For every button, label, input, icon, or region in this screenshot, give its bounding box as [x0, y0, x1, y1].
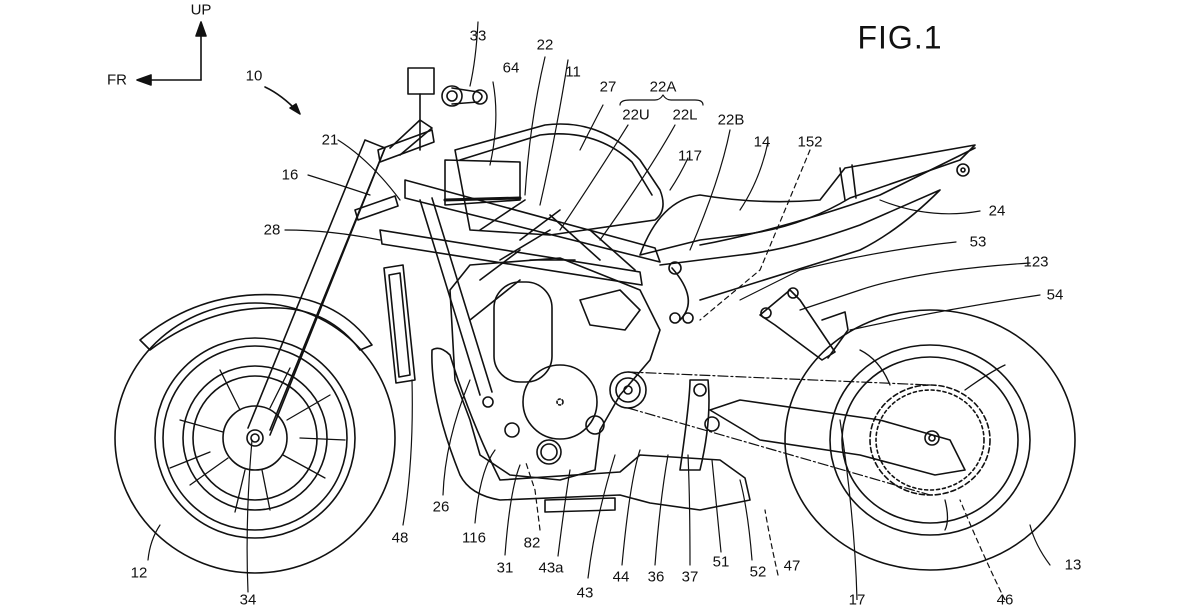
ref-31: 31 — [496, 559, 514, 577]
ref-27: 27 — [599, 78, 617, 96]
air-cleaner — [494, 282, 552, 382]
link-lever — [680, 380, 709, 470]
air-box-64 — [445, 160, 520, 205]
ref-17: 17 — [848, 591, 866, 609]
front-spokes — [170, 368, 345, 512]
up-arrow-icon — [196, 22, 206, 36]
rear-tire-outer — [785, 310, 1075, 570]
ref-123: 123 — [1023, 253, 1049, 271]
ref-116: 116 — [462, 529, 486, 547]
ref-22: 22 — [536, 36, 554, 54]
ref-34: 34 — [239, 591, 257, 609]
engine — [450, 258, 660, 480]
ref-37: 37 — [681, 568, 699, 586]
swing-arm — [680, 380, 965, 475]
ref-47: 47 — [783, 557, 801, 575]
seat-and-tail — [640, 145, 975, 300]
footpeg-bracket — [760, 290, 835, 360]
leader-lines — [148, 22, 1050, 600]
ref-43: 43 — [576, 584, 594, 602]
ref-26: 26 — [432, 498, 450, 516]
front-hub — [223, 406, 287, 470]
hidden-leader-lines — [525, 150, 1005, 600]
ref-46: 46 — [996, 591, 1014, 609]
ref-28: 28 — [263, 221, 281, 239]
ref-21: 21 — [321, 131, 339, 149]
ref-11: 11 — [565, 63, 581, 81]
crankcase — [450, 258, 660, 480]
bottom-bridge — [355, 196, 398, 220]
front-tire-outer — [115, 303, 395, 573]
ref-53: 53 — [969, 233, 987, 251]
mirror-bracket — [408, 68, 434, 94]
truss-frame — [380, 180, 660, 395]
ref-44: 44 — [612, 568, 630, 586]
ref-16: 16 — [281, 166, 299, 184]
ref-82: 82 — [523, 534, 541, 552]
ref-152: 152 — [797, 133, 823, 151]
ref-22U: 22U — [622, 106, 650, 124]
ref-64: 64 — [502, 59, 520, 77]
radiator — [384, 265, 415, 383]
front-axle-icon — [247, 430, 263, 446]
front-wheel — [115, 303, 395, 573]
ref-24: 24 — [988, 202, 1006, 220]
leader-10-arrow — [265, 87, 300, 114]
ref-22B: 22B — [717, 111, 745, 129]
ref-33: 33 — [469, 27, 487, 45]
seat-14 — [640, 145, 975, 255]
front-rim-outer — [155, 338, 355, 538]
exhaust-pipe — [432, 348, 750, 512]
ref-10: 10 — [245, 67, 263, 85]
ref-14: 14 — [753, 133, 771, 151]
front-arrow-icon — [137, 75, 151, 85]
ref-13: 13 — [1064, 556, 1082, 574]
pivot-bolt — [705, 417, 719, 431]
ref-51: 51 — [712, 553, 730, 571]
oil-filter-43a — [537, 440, 561, 464]
rear-axle-icon — [925, 431, 939, 445]
ref-54: 54 — [1046, 286, 1064, 304]
direction-arrows — [137, 22, 206, 85]
ref-52: 52 — [749, 563, 767, 581]
ref-36: 36 — [647, 568, 665, 586]
ref-117: 117 — [678, 147, 702, 165]
ref-22L: 22L — [672, 106, 698, 124]
rear-frame — [669, 262, 848, 360]
ref-12: 12 — [130, 564, 148, 582]
front-fender — [140, 295, 372, 350]
ref-48: 48 — [391, 529, 409, 547]
clutch-cover — [523, 365, 597, 439]
up-label: UP — [190, 1, 212, 19]
front-label: FR — [107, 71, 127, 89]
figure-title: FIG.1 — [857, 19, 943, 56]
ref-43a: 43a — [538, 559, 564, 577]
front-fork — [248, 68, 434, 435]
top-bridge — [378, 130, 434, 162]
upper-frame-pipe — [405, 180, 660, 262]
ref-22A: 22A — [649, 78, 677, 96]
fuel-tank — [455, 124, 663, 235]
drive-chain — [628, 372, 930, 495]
handlebar — [442, 86, 487, 106]
rear-rim-outer — [830, 345, 1030, 535]
front-brake-disc — [183, 366, 327, 510]
